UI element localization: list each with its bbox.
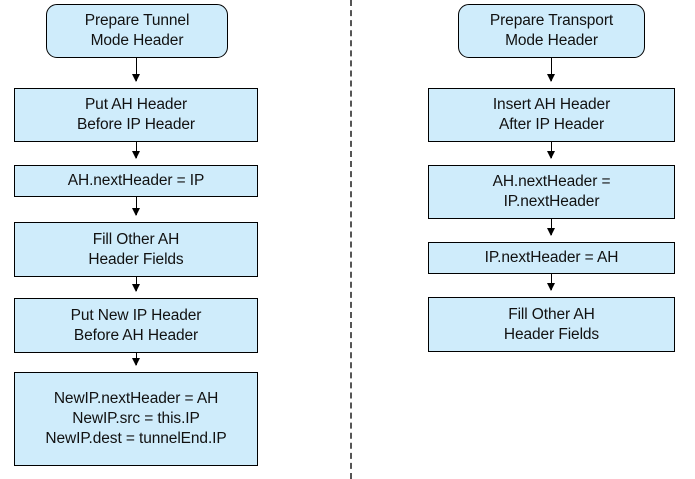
node-tunnel-start[interactable]: Prepare Tunnel Mode Header xyxy=(46,4,228,58)
node-tunnel-step-2[interactable]: AH.nextHeader = IP xyxy=(14,165,258,197)
node-tunnel-step-5[interactable]: NewIP.nextHeader = AH NewIP.src = this.I… xyxy=(14,372,258,466)
arrow-tunnel-5 xyxy=(132,353,140,366)
node-transport-start[interactable]: Prepare Transport Mode Header xyxy=(458,4,645,58)
node-transport-step-1[interactable]: Insert AH Header After IP Header xyxy=(428,88,675,142)
node-transport-step-3[interactable]: IP.nextHeader = AH xyxy=(428,242,675,274)
arrow-tunnel-4 xyxy=(132,277,140,292)
vertical-dashed-divider xyxy=(350,0,352,479)
arrow-transport-1 xyxy=(547,58,555,82)
arrow-transport-2 xyxy=(547,142,555,159)
arrow-tunnel-1 xyxy=(132,58,140,82)
node-transport-step-4[interactable]: Fill Other AH Header Fields xyxy=(428,297,675,352)
arrow-tunnel-3 xyxy=(132,197,140,216)
node-tunnel-step-3[interactable]: Fill Other AH Header Fields xyxy=(14,222,258,277)
node-tunnel-step-4[interactable]: Put New IP Header Before AH Header xyxy=(14,298,258,353)
node-tunnel-step-1[interactable]: Put AH Header Before IP Header xyxy=(14,88,258,142)
arrow-transport-3 xyxy=(547,219,555,236)
arrow-tunnel-2 xyxy=(132,142,140,159)
node-transport-step-2[interactable]: AH.nextHeader = IP.nextHeader xyxy=(428,165,675,219)
arrow-transport-4 xyxy=(547,274,555,291)
